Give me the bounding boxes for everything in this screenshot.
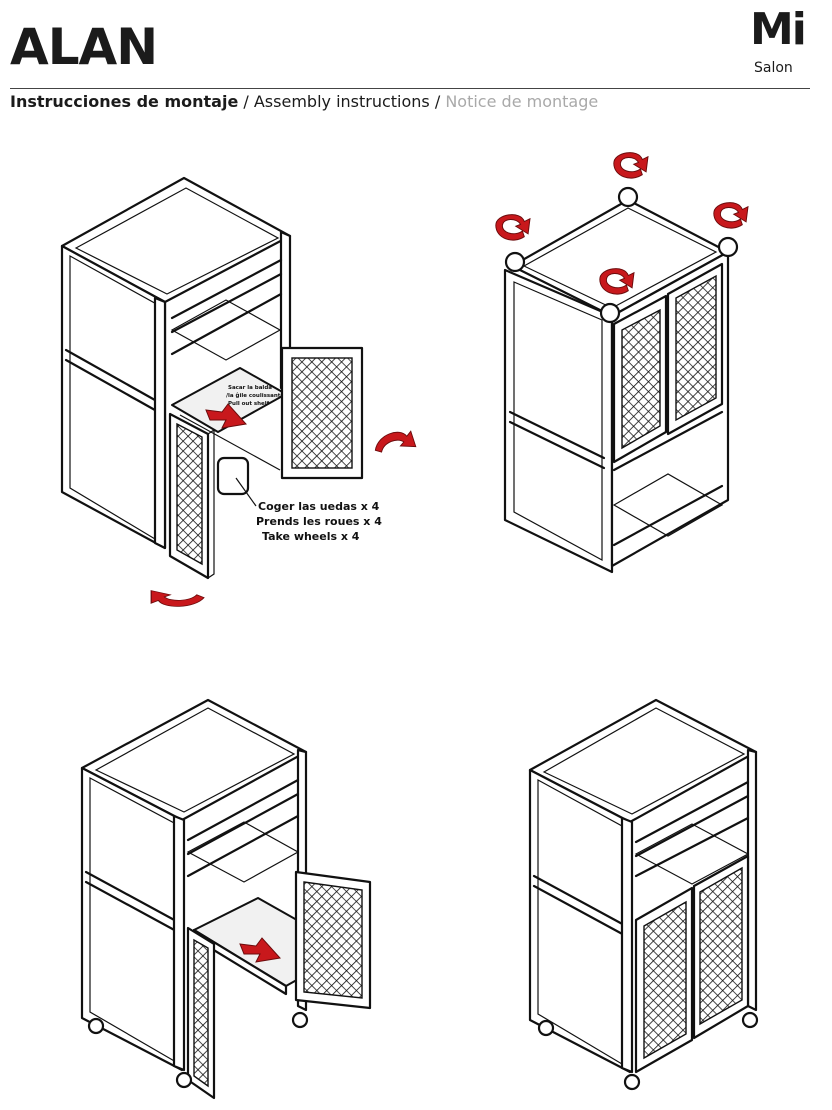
shelf-label-es: Sacar la balda (228, 385, 272, 391)
step2-cabinet-upside-down (495, 152, 749, 574)
instructions-es: Instrucciones de montaje (10, 92, 239, 111)
step3-insert-shelf (80, 698, 372, 1100)
wheel (291, 1011, 309, 1029)
separator: / (429, 92, 446, 111)
wheel (623, 1073, 641, 1091)
shelf-label-en: Pull out shelf (228, 401, 270, 407)
wheel (741, 1011, 759, 1029)
shelf-label-fr: /la ĝile coulissante (226, 392, 284, 399)
insert-arrow-icon (239, 937, 281, 963)
separator: / (238, 92, 254, 111)
logo-subtitle: Salon (754, 60, 793, 76)
wheel (87, 1017, 105, 1035)
wheels-label-es: Coger las uedas x 4 (258, 500, 380, 513)
wheel (175, 1071, 193, 1089)
pull-arrow-icon (205, 403, 247, 429)
wheels-label-en: Take wheels x 4 (262, 530, 360, 543)
screw-arrow-icon (613, 152, 649, 179)
screw-arrow-icon (495, 214, 531, 241)
rotate-arrow-icon (150, 589, 205, 607)
wheels-label-fr: Prends les roues x 4 (256, 515, 382, 528)
instructions-en: Assembly instructions (253, 92, 430, 111)
step1-cabinet-open: Sacar la balda /la ĝile coulissante Pul… (60, 176, 417, 607)
wheel (537, 1019, 555, 1037)
header-divider (10, 88, 810, 89)
step4-cabinet-complete (528, 698, 759, 1091)
instructions-fr: Notice de montage (445, 92, 599, 111)
product-title: ALAN (10, 18, 158, 76)
instructions-subtitle: Instrucciones de montaje / Assembly inst… (10, 92, 598, 111)
rotate-arrow-icon (371, 426, 417, 460)
screw-arrow-icon (713, 202, 749, 229)
brand-logo: Mi Salon (750, 8, 810, 80)
logo-mark: Mi (750, 4, 807, 55)
